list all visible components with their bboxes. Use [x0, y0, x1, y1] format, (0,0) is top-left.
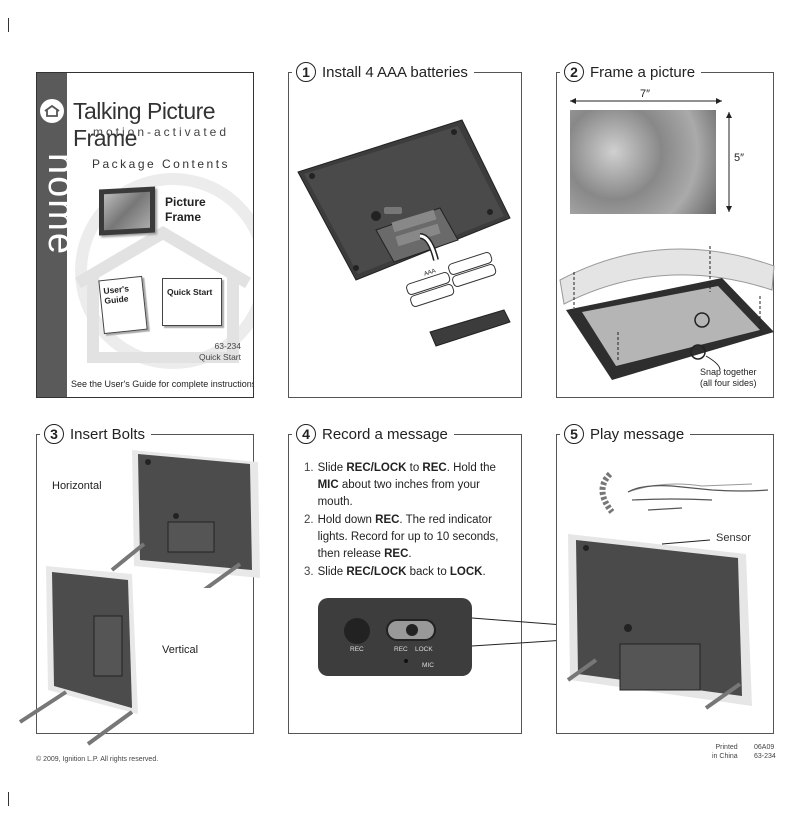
- hand-wave-icon: [599, 471, 769, 514]
- instruction-item: 1.Slide REC/LOCK to REC. Hold the MIC ab…: [304, 460, 508, 511]
- instruction-number: 1.: [304, 462, 314, 474]
- printed-text: Printed: [715, 744, 738, 751]
- aaa-batteries: [406, 251, 497, 307]
- step4-title: Record a message: [322, 425, 448, 443]
- width-dimension-label: 7″: [640, 88, 651, 100]
- battery-install-illustration: [297, 119, 511, 347]
- print-code-1: 06A09: [754, 744, 775, 751]
- instruction-text: Hold down REC. The red indicator lights.…: [317, 514, 499, 560]
- width-arrow: [570, 98, 722, 104]
- brand-word: home: [40, 153, 82, 257]
- instruction-item: 3.Slide REC/LOCK back to LOCK.: [304, 564, 508, 581]
- house-logo-icon: [40, 99, 64, 123]
- vertical-label: Vertical: [162, 644, 199, 656]
- record-instructions: 1.Slide REC/LOCK to REC. Hold the MIC ab…: [304, 460, 508, 582]
- step4-header: 4 Record a message: [292, 424, 454, 444]
- switch-lock-label: LOCK: [415, 646, 433, 653]
- rec-button[interactable]: [344, 618, 370, 644]
- quick-start-sheet: Quick Start: [162, 278, 222, 326]
- instruction-item: 2.Hold down REC. The red indicator light…: [304, 512, 508, 563]
- instruction-text: Slide REC/LOCK to REC. Hold the MIC abou…: [317, 462, 496, 508]
- print-code-2: 63-234: [754, 753, 776, 760]
- step2-number: 2: [564, 62, 584, 82]
- crop-mark-bottom-left: [8, 792, 9, 806]
- snap-note-line2: (all four sides): [700, 378, 757, 388]
- print-info: Printed in China: [712, 743, 738, 761]
- horizontal-label: Horizontal: [52, 480, 102, 492]
- step1-header: 1 Install 4 AAA batteries: [292, 62, 474, 82]
- step4-panel: [288, 434, 522, 734]
- package-contents-heading: Package Contents: [91, 157, 231, 171]
- instruction-text: Slide REC/LOCK back to LOCK.: [317, 566, 486, 578]
- frame-assembly-illustration: [559, 246, 775, 380]
- quick-start-label: Quick Start: [167, 287, 213, 297]
- step1-title: Install 4 AAA batteries: [322, 63, 468, 81]
- model-block: 63-234 Quick Start: [199, 341, 241, 363]
- rec-button-label: REC: [350, 646, 364, 653]
- step2-header: 2 Frame a picture: [560, 62, 702, 82]
- product-subtitle: motion-activated: [92, 125, 230, 139]
- users-guide-booklet: User's Guide: [98, 275, 148, 335]
- step3-number: 3: [44, 424, 64, 444]
- step2-title: Frame a picture: [590, 63, 696, 81]
- rec-lock-switch[interactable]: [386, 619, 436, 641]
- switch-rec-label: REC: [394, 646, 408, 653]
- brand-strip: [37, 73, 67, 397]
- sample-photo: [570, 110, 716, 214]
- step5-title: Play message: [590, 425, 685, 443]
- instruction-number: 2.: [304, 514, 314, 526]
- step5-header: 5 Play message: [560, 424, 691, 444]
- step1-number: 1: [296, 62, 316, 82]
- mic-hole: [404, 659, 408, 663]
- print-codes: 06A09 63-234: [754, 743, 776, 761]
- height-arrow: [726, 112, 732, 212]
- in-china-text: in China: [712, 753, 738, 760]
- crop-mark-top-left: [8, 18, 9, 32]
- package-item-frame: Picture Frame: [165, 195, 206, 224]
- horizontal-frame-illustration: [110, 450, 260, 588]
- picture-frame-thumbnail: [99, 186, 155, 236]
- copyright: © 2009, Ignition L.P. All rights reserve…: [36, 756, 159, 763]
- cover-footer-note: See the User's Guide for complete instru…: [71, 379, 254, 389]
- vertical-frame-illustration: [18, 566, 138, 746]
- doc-type: Quick Start: [198, 352, 241, 362]
- house-outline-icon: [74, 226, 252, 363]
- height-dimension-label: 5″: [734, 152, 745, 164]
- mic-label: MIC: [422, 662, 434, 669]
- snap-note: Snap together (all four sides): [700, 367, 757, 389]
- step3-header: 3 Insert Bolts: [40, 424, 152, 444]
- cover-panel: home Talking Picture Frame motion-activa…: [36, 72, 254, 398]
- step4-number: 4: [296, 424, 316, 444]
- snap-note-line1: Snap together: [700, 367, 757, 377]
- product-title: Talking Picture Frame: [73, 98, 216, 151]
- play-frame-illustration: [566, 534, 752, 710]
- step5-number: 5: [564, 424, 584, 444]
- model-number: 63-234: [214, 341, 241, 351]
- control-closeup: REC REC LOCK MIC: [318, 598, 472, 676]
- step3-title: Insert Bolts: [70, 425, 146, 443]
- sensor-label: Sensor: [716, 532, 751, 544]
- users-guide-label: User's Guide: [102, 283, 130, 306]
- instruction-number: 3.: [304, 566, 314, 578]
